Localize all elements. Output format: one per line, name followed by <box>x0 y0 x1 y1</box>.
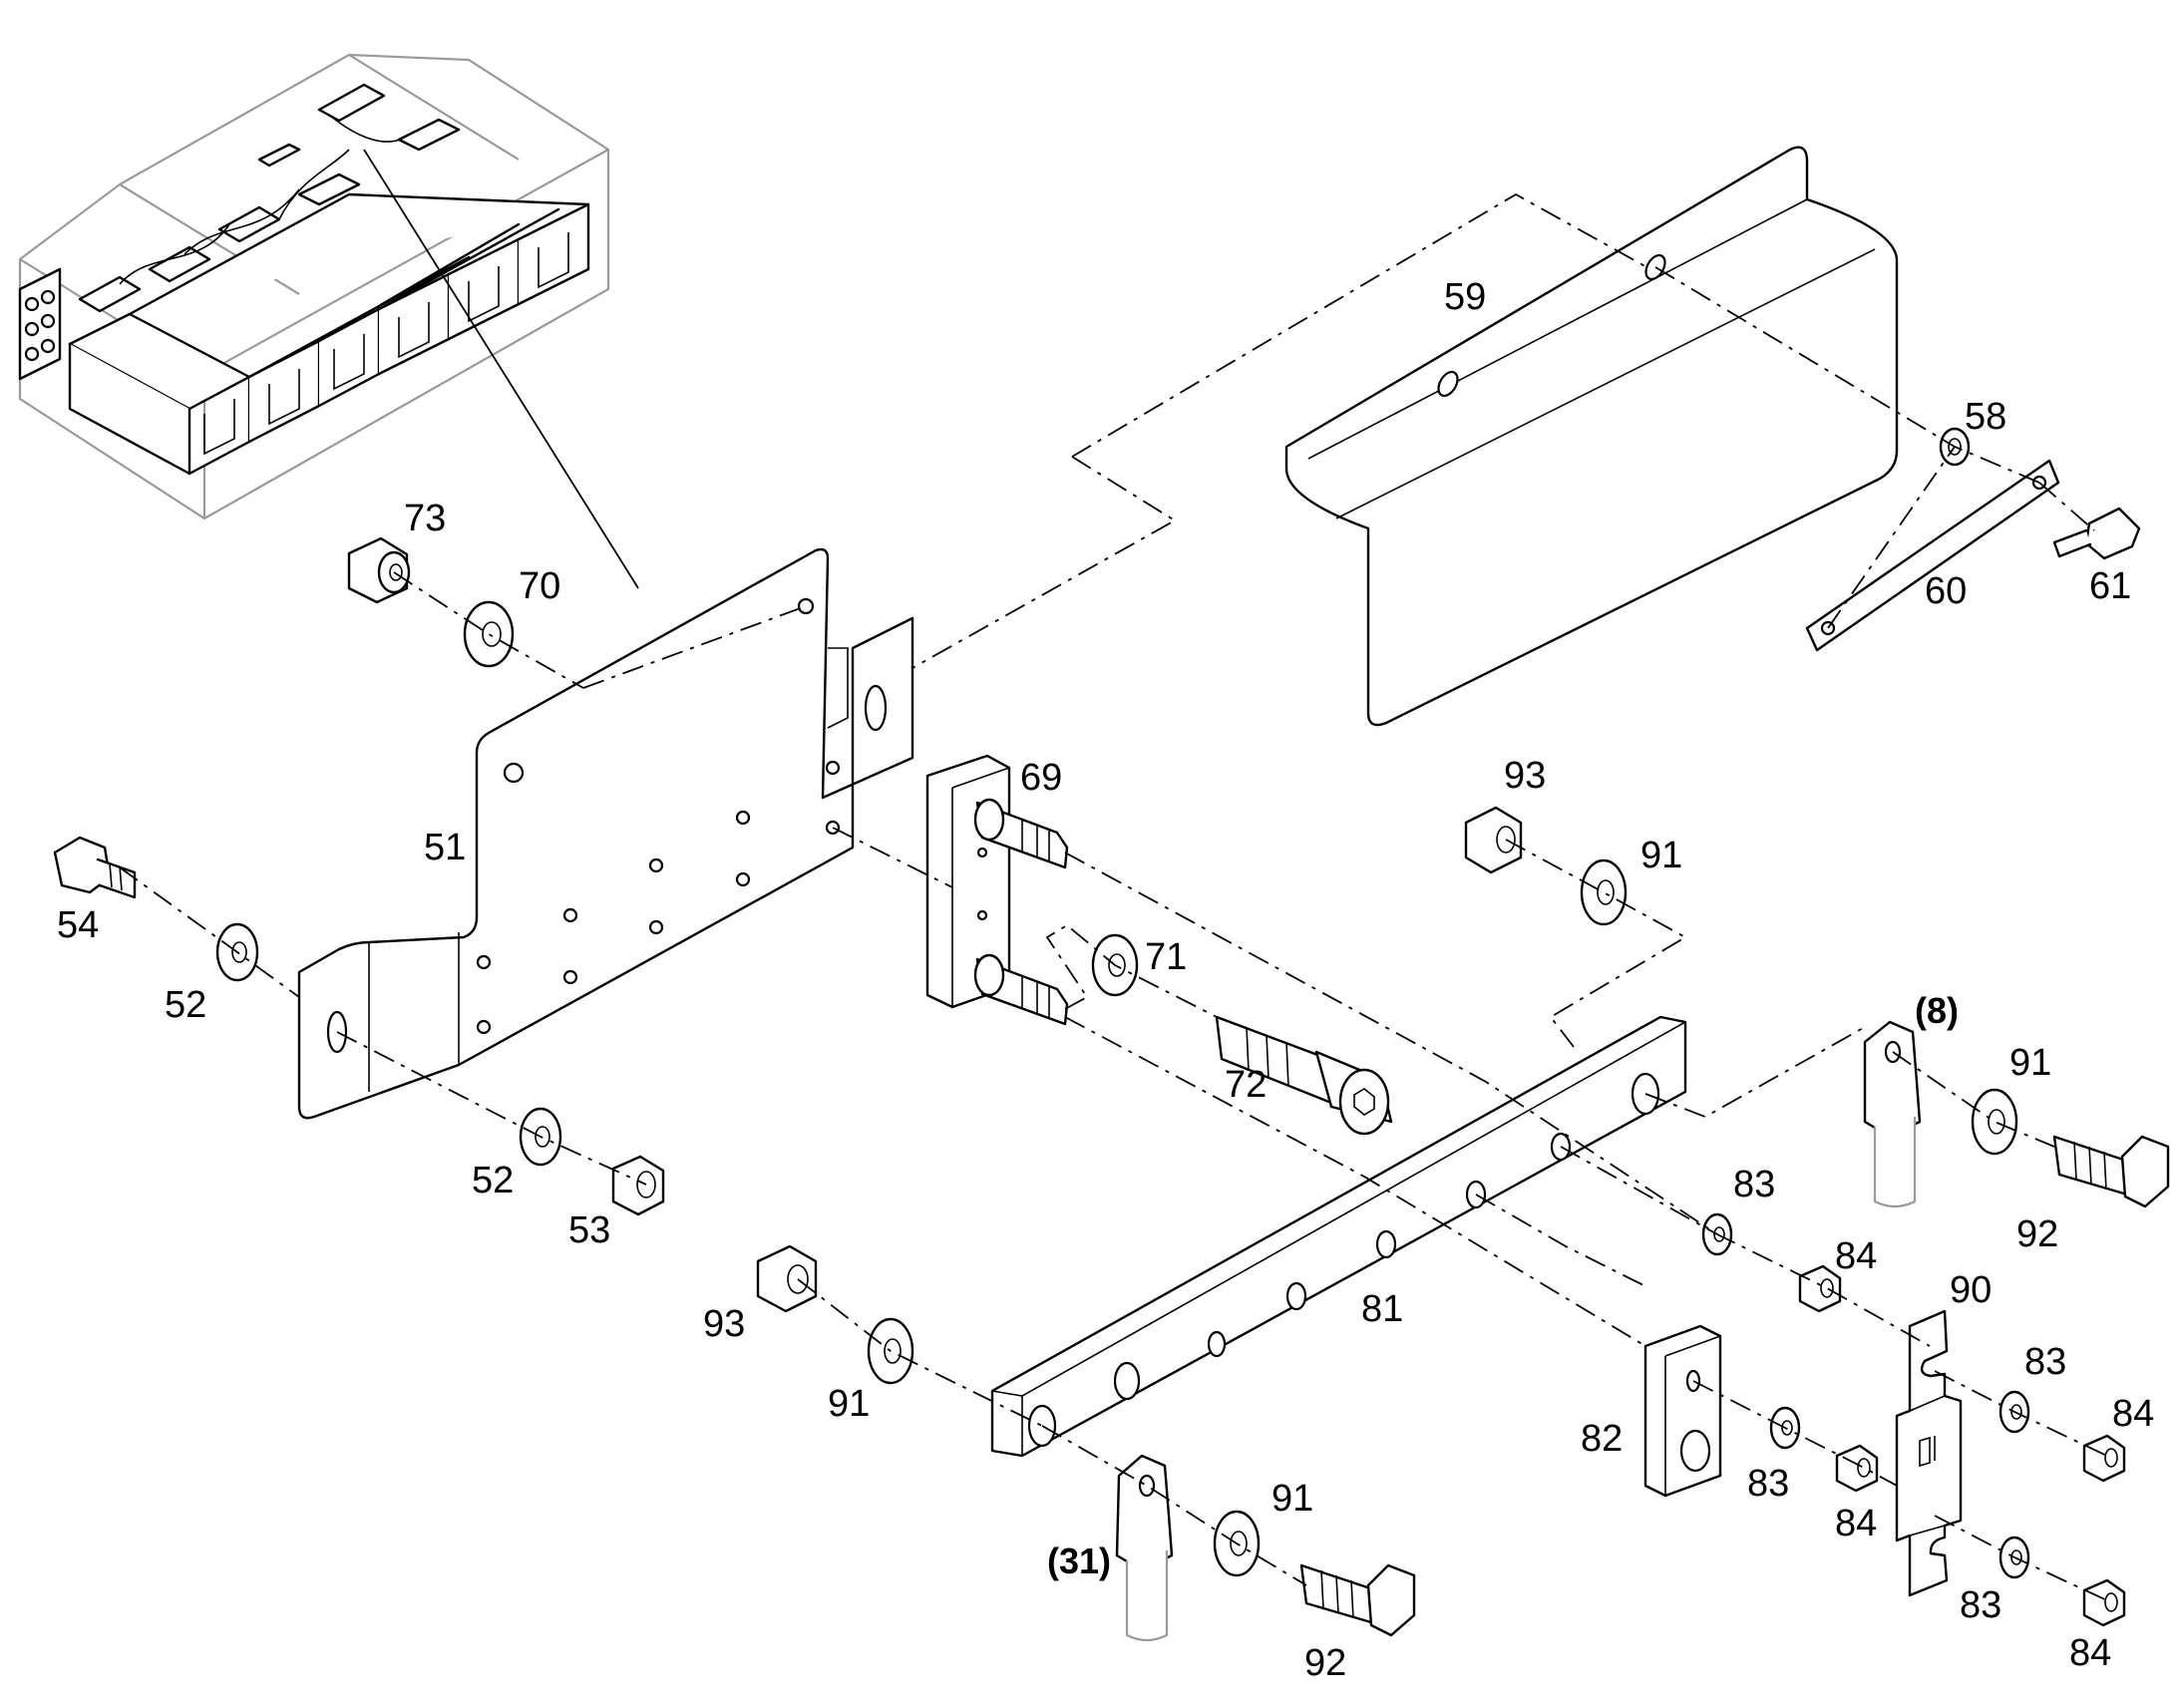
angle-bracket-59 <box>1284 146 1899 727</box>
nut-84-a <box>1798 1264 1842 1313</box>
cable-lug-8 <box>1863 1020 1922 1208</box>
mounting-plate-51 <box>297 547 914 1120</box>
callout-73: 73 <box>404 498 446 539</box>
callout-52-upper: 52 <box>165 984 206 1026</box>
callout-92-right: 92 <box>2016 1213 2058 1255</box>
callout-52-lower: 52 <box>472 1160 514 1201</box>
callout-84-d: 84 <box>2069 1632 2111 1674</box>
callout-91-right: 91 <box>2009 1042 2051 1084</box>
callout-93-upper: 93 <box>1504 755 1546 797</box>
fuse-90 <box>1895 1309 1963 1597</box>
busbar-81 <box>990 1015 1687 1458</box>
callout-91-lower-mid: 91 <box>1272 1478 1313 1520</box>
nut-73 <box>347 536 411 604</box>
callout-92-lower: 92 <box>1304 1642 1346 1684</box>
spacer-block-82 <box>1643 1324 1722 1498</box>
washer-70 <box>463 600 515 668</box>
callout-69: 69 <box>1020 757 1062 799</box>
nut-84-c <box>2082 1434 2126 1483</box>
callout-58: 58 <box>1965 396 2006 438</box>
cap-screw-72 <box>1215 1015 1393 1136</box>
overview-inset <box>18 53 639 589</box>
callout-51: 51 <box>424 827 466 868</box>
callout-53: 53 <box>568 1209 610 1251</box>
callout-83-d: 83 <box>1960 1584 2001 1626</box>
callout-59: 59 <box>1444 276 1486 318</box>
callout-81: 81 <box>1361 1288 1403 1330</box>
callout-82: 82 <box>1581 1418 1623 1460</box>
nut-53 <box>611 1155 665 1216</box>
callout-ref-8: (8) <box>1915 990 1959 1031</box>
bolt-92-lower <box>1299 1563 1416 1637</box>
callout-83-b: 83 <box>1747 1463 1789 1505</box>
callout-60: 60 <box>1925 570 1967 612</box>
washer-91-upper <box>1580 858 1628 926</box>
washer-91-right <box>1971 1088 2018 1156</box>
assembly-lines <box>119 192 2112 1603</box>
nut-84-d <box>2082 1578 2126 1627</box>
callout-labels: 73 70 51 54 52 52 53 69 71 72 59 58 60 6… <box>57 276 2154 1684</box>
hex-bolt-54 <box>53 836 137 899</box>
nut-93-lower <box>756 1244 818 1313</box>
callout-70: 70 <box>519 565 560 607</box>
callout-ref-31: (31) <box>1047 1540 1111 1581</box>
callout-71: 71 <box>1145 936 1187 978</box>
callout-83-a: 83 <box>1733 1164 1775 1205</box>
nut-93-upper <box>1464 806 1523 874</box>
callout-83-c: 83 <box>2024 1341 2066 1383</box>
callout-54: 54 <box>57 904 99 946</box>
callout-61: 61 <box>2089 565 2131 607</box>
callout-91-upper: 91 <box>1640 835 1682 876</box>
callout-72: 72 <box>1225 1064 1267 1106</box>
nut-84-b <box>1835 1444 1879 1493</box>
callout-90: 90 <box>1950 1269 1992 1311</box>
bolt-92-right <box>2052 1135 2170 1208</box>
insulator-block-69 <box>925 754 1069 1026</box>
callout-84-c: 84 <box>2112 1393 2154 1435</box>
callout-93-lower: 93 <box>703 1303 745 1345</box>
callout-91-lower-left: 91 <box>828 1383 870 1425</box>
bolt-61 <box>2052 507 2141 560</box>
callout-84-a: 84 <box>1835 1235 1877 1277</box>
callout-84-b: 84 <box>1835 1503 1877 1544</box>
cable-lug-31 <box>1115 1454 1174 1642</box>
